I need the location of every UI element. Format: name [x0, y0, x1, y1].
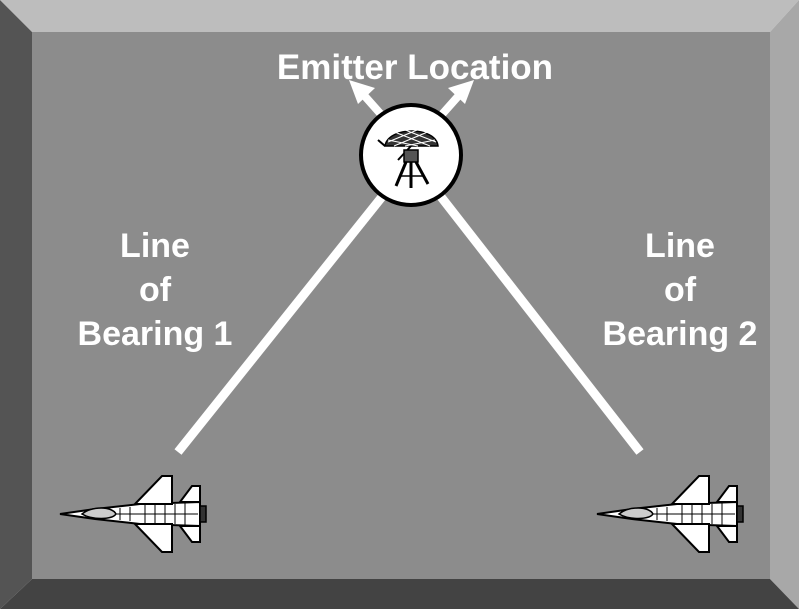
lob2-line1: Line	[645, 227, 715, 265]
frame-bevel-top	[0, 0, 799, 32]
radar-dish-icon	[359, 103, 463, 207]
lob1-line2: of	[138, 271, 172, 309]
frame-bevel-bottom	[0, 579, 799, 609]
emitter-location-title: Emitter Location	[276, 48, 554, 87]
lob2-line2: of	[663, 271, 697, 309]
line-of-bearing-1	[174, 190, 389, 455]
line-of-bearing-1-label: Line of Bearing 1	[40, 224, 270, 356]
line-of-bearing-2	[434, 190, 644, 455]
line-of-bearing-2-label: Line of Bearing 2	[565, 224, 795, 356]
lob2-line3: Bearing 2	[602, 315, 758, 353]
aircraft-1-fighter-jet-icon	[59, 475, 207, 553]
lob1-line1: Line	[120, 227, 190, 265]
frame-bevel-left	[0, 0, 32, 609]
frame-bevel-right	[770, 0, 799, 609]
arrowhead-right	[448, 80, 474, 104]
arrowhead-left	[349, 80, 375, 104]
aircraft-2-fighter-jet-icon	[596, 475, 744, 553]
lob1-line3: Bearing 1	[77, 315, 233, 353]
